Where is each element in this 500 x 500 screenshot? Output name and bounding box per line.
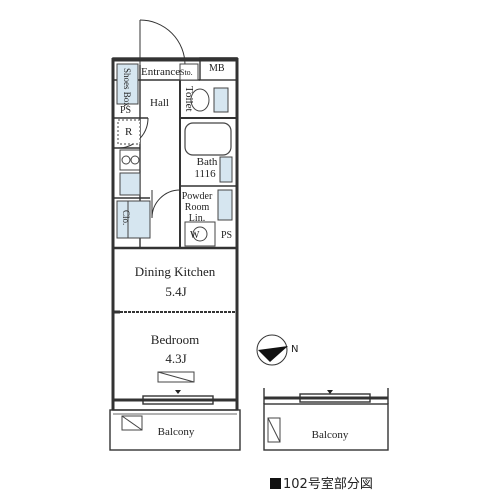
balcony-unit-left [121,415,143,431]
mb-label: MB [209,63,225,74]
washer [184,221,216,247]
entrance-label: Entrance [141,66,181,78]
storage-box [179,63,199,81]
bedroom-ac [157,371,195,383]
bedroom-label: Bedroom [150,332,200,347]
linen-label: Lin. [188,213,206,224]
caption-text: 102号室部分図 [283,477,373,492]
closet-label: Clo. [121,210,131,226]
ps-left-label: PS [120,105,132,116]
shoes-box [116,63,139,105]
entrance-door [139,19,186,66]
refrigerator-label: R [125,126,133,138]
powder-room-label-2: Room [184,202,210,213]
balcony-unit-right [267,417,281,443]
bedroom-size: 4.3J [165,351,187,366]
powder-basin [217,189,233,221]
floor-plan-walls [109,57,389,451]
toilet-fixture [190,87,229,113]
balcony-left-label: Balcony [157,426,195,438]
refrigerator [117,119,141,145]
bath-label: Bath [196,156,218,168]
stove [119,149,141,171]
ps-right-label: PS [221,230,233,241]
window-arrow-left [175,390,181,394]
storage-label: Sto. [180,68,193,77]
north-label: N [291,344,299,355]
balcony-right-label: Balcony [311,429,349,441]
bath-panel [219,156,233,183]
bath-size: 1116 [194,168,216,180]
closet [116,200,151,239]
caption-square-icon [270,478,281,489]
hall-label: Hall [150,97,169,109]
powder-door [151,189,181,219]
dining-kitchen-size: 5.4J [165,284,187,299]
washer-label: W [190,230,200,241]
dining-kitchen-label: Dining Kitchen [134,264,216,279]
powder-room-label-1: Powder [181,191,213,202]
unit-caption: 102号室部分図 [270,473,373,492]
toilet-label: Toilet [183,86,195,112]
kitchen-sink [119,172,141,196]
bathtub [184,122,232,156]
north-arrow [256,334,288,366]
shoes-box-label: Shoes Box [122,68,132,107]
window-arrow-right [327,390,333,394]
